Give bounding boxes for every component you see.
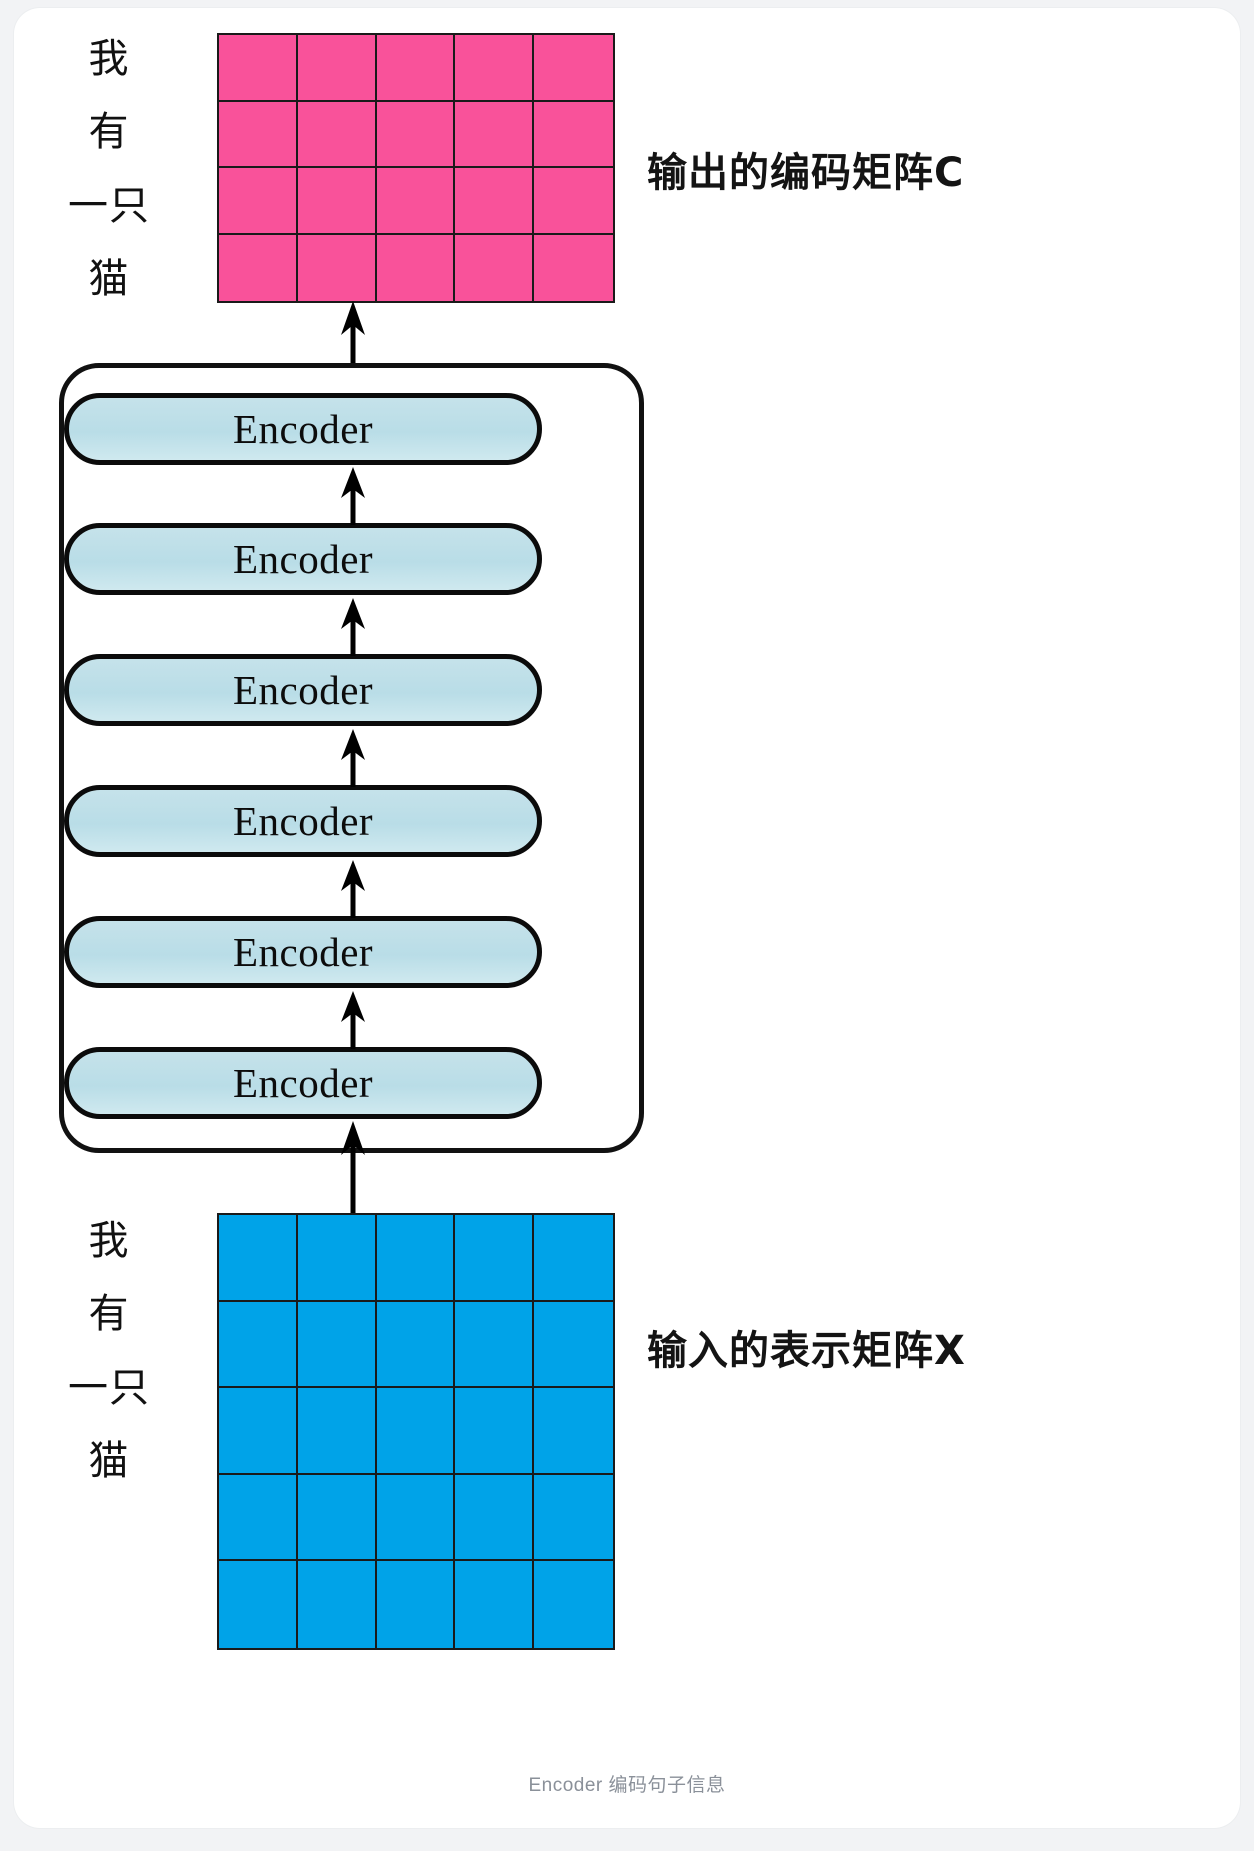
matrix-cell — [219, 168, 298, 235]
matrix-cell — [297, 1215, 377, 1302]
output-token: 我 — [88, 36, 130, 82]
matrix-cell — [219, 234, 298, 301]
encoder-box-label: Encoder — [232, 536, 374, 582]
output-encoding-matrix — [217, 33, 615, 303]
arrow-up-icon — [340, 991, 366, 1049]
matrix-cell — [297, 101, 377, 168]
matrix-cell — [297, 35, 377, 102]
matrix-cell — [455, 1301, 535, 1389]
matrix-cell — [297, 1474, 377, 1562]
matrix-cell — [376, 168, 456, 235]
matrix-cell — [534, 35, 613, 102]
matrix-cell — [376, 1301, 456, 1389]
input-token: 一只 — [68, 1364, 150, 1411]
matrix-cell — [376, 234, 456, 301]
matrix-cell — [455, 1388, 535, 1475]
matrix-cell — [455, 1215, 535, 1302]
arrow-up-icon — [340, 1121, 366, 1215]
matrix-cell — [534, 234, 613, 301]
matrix-cell — [376, 101, 456, 168]
matrix-cell — [455, 1561, 535, 1648]
matrix-cell — [297, 168, 377, 235]
encoder-box-label: Encoder — [232, 929, 374, 975]
matrix-cell — [376, 1388, 456, 1475]
matrix-cell — [219, 1561, 298, 1648]
matrix-cell — [297, 1388, 377, 1475]
arrow-up-icon — [340, 860, 366, 918]
matrix-cell — [455, 234, 535, 301]
matrix-cell — [455, 168, 535, 235]
matrix-cell — [534, 1301, 613, 1389]
arrow-up-icon — [340, 598, 366, 656]
encoder-box-label: Encoder — [232, 798, 374, 844]
matrix-cell — [534, 1215, 613, 1302]
matrix-cell — [455, 101, 535, 168]
encoder-box-2[interactable]: Encoder — [64, 523, 542, 595]
encoder-box-6[interactable]: Encoder — [64, 1047, 542, 1119]
input-token: 有 — [88, 1291, 130, 1338]
figure-caption: Encoder 编码句子信息 — [528, 1775, 726, 1796]
input-token: 猫 — [88, 1437, 130, 1484]
matrix-cell — [534, 1561, 613, 1648]
matrix-cell — [534, 101, 613, 168]
encoder-box-1[interactable]: Encoder — [64, 393, 542, 465]
matrix-cell — [219, 35, 298, 102]
figure-card: 我 有 一只 猫 输出的编码矩阵C En — [14, 8, 1240, 1828]
output-matrix-label: 输出的编码矩阵C — [647, 150, 965, 196]
matrix-cell — [219, 1215, 298, 1302]
input-token-column: 我 有 一只 猫 — [54, 1220, 164, 1482]
encoder-box-label: Encoder — [232, 1060, 374, 1106]
matrix-cell — [297, 1561, 377, 1648]
matrix-cell — [219, 1388, 298, 1475]
output-token: 有 — [88, 109, 130, 156]
matrix-cell — [297, 1301, 377, 1389]
matrix-cell — [534, 1474, 613, 1562]
output-token: 一只 — [68, 182, 150, 229]
input-token: 我 — [88, 1218, 130, 1264]
output-token: 猫 — [88, 255, 130, 302]
matrix-cell — [376, 1474, 456, 1562]
matrix-cell — [219, 1474, 298, 1562]
matrix-cell — [219, 101, 298, 168]
arrow-up-icon — [340, 729, 366, 787]
matrix-cell — [376, 1561, 456, 1648]
matrix-cell — [297, 234, 377, 301]
arrow-up-icon — [340, 301, 366, 367]
encoder-box-label: Encoder — [232, 406, 374, 452]
arrow-up-icon — [340, 467, 366, 525]
matrix-cell — [376, 35, 456, 102]
encoder-box-4[interactable]: Encoder — [64, 785, 542, 857]
encoder-box-label: Encoder — [232, 667, 374, 713]
encoder-box-5[interactable]: Encoder — [64, 916, 542, 988]
matrix-cell — [455, 1474, 535, 1562]
matrix-cell — [534, 168, 613, 235]
matrix-cell — [455, 35, 535, 102]
input-representation-matrix — [217, 1213, 615, 1650]
encoder-box-3[interactable]: Encoder — [64, 654, 542, 726]
matrix-cell — [219, 1301, 298, 1389]
input-matrix-label: 输入的表示矩阵X — [647, 1328, 966, 1374]
output-token-column: 我 有 一只 猫 — [54, 38, 164, 300]
matrix-cell — [534, 1388, 613, 1475]
matrix-cell — [376, 1215, 456, 1302]
